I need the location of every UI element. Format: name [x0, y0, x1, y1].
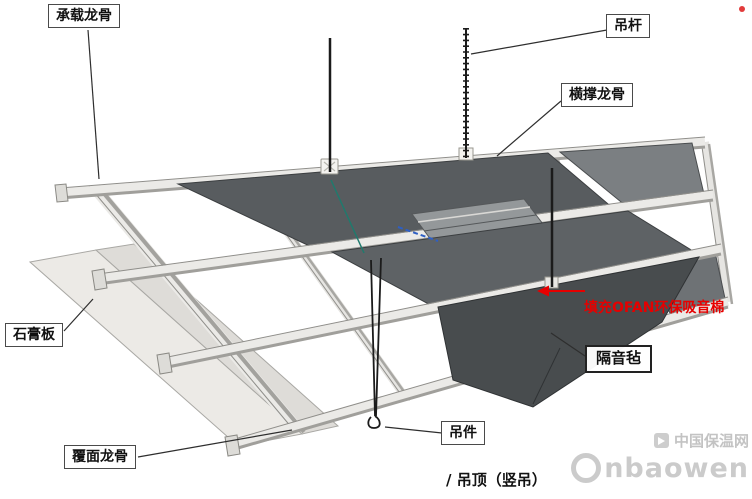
suspension-wire: [330, 179, 365, 254]
label-cross-brace-keel: 横撑龙骨: [561, 83, 633, 108]
label-load-bearing-keel: 承载龙骨: [48, 4, 120, 29]
watermark-ring-icon: [571, 453, 602, 483]
watermark-brand-text: nbaowen: [604, 452, 749, 484]
label-hanger-rod: 吊杆: [606, 14, 650, 39]
watermark-logo: 中国保温网 nbaowen: [571, 430, 749, 483]
label-sound-felt: 隔音毡: [585, 345, 653, 373]
keel-end-cap: [54, 183, 69, 203]
keel-end-cap: [156, 352, 173, 375]
leader-lines: [63, 29, 608, 458]
leader-sound-felt: [550, 332, 586, 357]
corner-red-dot: [739, 6, 745, 12]
watermark-site-row: 中国保温网: [571, 430, 749, 451]
leader-hanger-rod: [470, 29, 608, 55]
leader-gypsum-board: [63, 298, 94, 332]
cross-keel-5: [700, 139, 734, 305]
leader-cover-keel: [137, 429, 293, 458]
watermark-brand-row: nbaowen: [571, 453, 749, 483]
label-gypsum-board: 石膏板: [5, 323, 63, 348]
leader-hanger-part: [384, 426, 443, 434]
red-annotation-arrow: [537, 285, 585, 297]
watermark-badge-icon: [653, 433, 669, 448]
leader-load-keel: [87, 29, 100, 180]
keel-end-cap: [91, 268, 108, 291]
hanger-piece-rod: [367, 257, 382, 429]
fill-material-annotation: 填充OFAN环保吸音棉: [584, 300, 725, 316]
diagram-caption: / 吊顶（竖吊）: [446, 471, 547, 489]
watermark-site-name: 中国保温网: [673, 432, 749, 450]
label-covering-keel: 覆面龙骨: [64, 445, 136, 470]
level-mark: [397, 226, 439, 242]
label-hanger-part: 吊件: [441, 421, 485, 446]
main-carrying-keel-left: [88, 184, 306, 434]
keel-end-cap: [224, 434, 241, 457]
leader-cross-brace: [496, 100, 562, 157]
